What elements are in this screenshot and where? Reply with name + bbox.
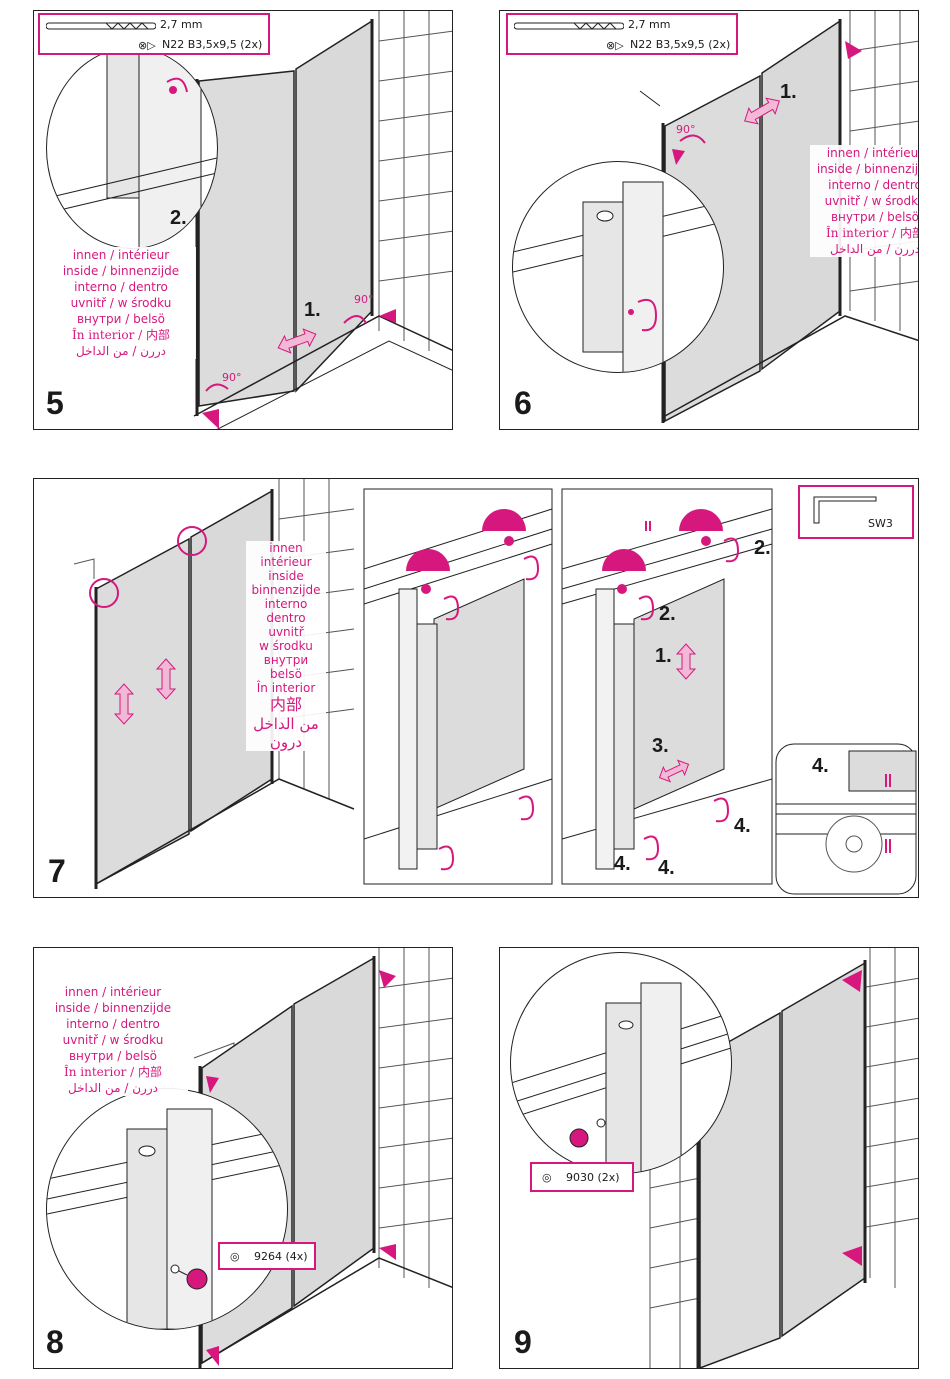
- step-7-label: 2.: [754, 537, 771, 559]
- step-5-angle-1: 90°: [354, 293, 374, 306]
- step-8-parts-box: ◎ 9264 (4x): [218, 1242, 316, 1270]
- step-9-number: 9: [514, 1324, 532, 1360]
- drill-bit-icon: [45, 21, 157, 31]
- inside-line: دررن / من الداخل: [76, 344, 166, 358]
- screw-text: N22 B3,5x9,5 (2x): [162, 38, 263, 51]
- step-7-inside-legend: innen intérieur inside binnenzijde inter…: [246, 541, 326, 751]
- step-5-panel: 2,7 mm ⊗▷ N22 B3,5x9,5 (2x) 2. 1. 90° 90…: [33, 10, 453, 430]
- inside-line: внутри / belsö: [830, 210, 919, 224]
- inside-line: uvnitř / w środku: [824, 194, 919, 208]
- inside-line: uvnitř / w środku: [70, 296, 172, 310]
- step-7-panel: innen intérieur inside binnenzijde inter…: [33, 478, 919, 898]
- inside-line: inside / binnenzijde: [62, 264, 180, 278]
- inside-line: În interior / 内部: [72, 328, 170, 342]
- step-9-illustration: [649, 948, 918, 1368]
- inside-line: innen / intérieur: [826, 146, 919, 160]
- step-9-detail-magnifier: [510, 952, 732, 1174]
- step-5-parts-box: 2,7 mm ⊗▷ N22 B3,5x9,5 (2x): [38, 13, 270, 55]
- inside-line: belsö: [270, 667, 302, 681]
- inside-line: interno / dentro: [828, 178, 919, 192]
- inside-line: În interior / 内部: [826, 226, 919, 240]
- step-7-label: 4.: [658, 857, 675, 879]
- step-5-number: 5: [46, 385, 64, 421]
- step-5-inside-legend: innen / intérieur inside / binnenzijde i…: [46, 247, 196, 359]
- inside-line: innen / intérieur: [64, 985, 162, 999]
- inside-line: inside: [268, 569, 304, 583]
- inside-line: dentro: [266, 611, 306, 625]
- part-text: 9030 (2x): [566, 1171, 620, 1184]
- step-8-panel: innen / intérieur inside / binnenzijde i…: [33, 947, 453, 1369]
- step-5-illustration: [193, 11, 452, 429]
- inside-line: binnenzijde: [251, 583, 321, 597]
- inside-line: intérieur: [260, 555, 312, 569]
- step-5-detail-magnifier: [46, 47, 218, 249]
- inside-line: внутри / belsö: [76, 312, 166, 326]
- inside-line: من الداخل: [253, 715, 319, 733]
- inside-line: interno / dentro: [74, 280, 168, 294]
- step-9-parts-box: ◎ 9030 (2x): [530, 1162, 634, 1192]
- step-6-inside-legend: innen / intérieur inside / binnenzijde i…: [810, 145, 919, 257]
- step-6-panel: 2,7 mm ⊗▷ N22 B3,5x9,5 (2x) 1. 90° innen…: [499, 10, 919, 430]
- inside-line: innen / intérieur: [72, 248, 170, 262]
- inside-line: În interior / 内部: [64, 1065, 162, 1079]
- part-text: 9264 (4x): [254, 1250, 308, 1263]
- step-8-number: 8: [46, 1324, 64, 1360]
- screw-icon: ⊗▷: [606, 39, 624, 52]
- inside-line: 内部: [269, 695, 302, 714]
- step-7-label: 4.: [812, 755, 829, 777]
- drill-size-text: 2,7 mm: [160, 18, 203, 31]
- inside-line: درون: [269, 733, 303, 751]
- step-7-illustration: [73, 479, 917, 895]
- step-7-label: 4.: [614, 853, 631, 875]
- screw-text: N22 B3,5x9,5 (2x): [630, 38, 731, 51]
- step-5-label-1: 1.: [304, 299, 321, 321]
- drill-bit-icon: [513, 21, 625, 31]
- step-7-number: 7: [48, 853, 66, 889]
- inside-line: внутри / belsö: [68, 1049, 158, 1063]
- inside-line: interno / dentro: [66, 1017, 160, 1031]
- inside-line: interno: [264, 597, 308, 611]
- inside-line: inside / binnenzijde: [816, 162, 919, 176]
- inside-line: inside / binnenzijde: [54, 1001, 172, 1015]
- inside-line: innen: [269, 541, 303, 555]
- inside-line: uvnitř / w środku: [62, 1033, 164, 1047]
- screw-icon: ⊗▷: [138, 39, 156, 52]
- inside-line: În interior: [256, 681, 316, 695]
- drill-size-text: 2,7 mm: [628, 18, 671, 31]
- tool-size-text: SW3: [868, 517, 893, 530]
- step-8-detail-magnifier: [46, 1088, 288, 1330]
- step-6-detail-magnifier: [512, 161, 724, 373]
- step-6-label-1: 1.: [780, 81, 797, 103]
- step-7-label: 3.: [652, 735, 669, 757]
- cap-icon: ◎: [230, 1250, 240, 1263]
- step-6-parts-box: 2,7 mm ⊗▷ N22 B3,5x9,5 (2x): [506, 13, 738, 55]
- step-6-number: 6: [514, 385, 532, 421]
- step-7-label: 1.: [655, 645, 672, 667]
- inside-line: w środku: [259, 639, 313, 653]
- step-9-panel: ◎ 9030 (2x) 9: [499, 947, 919, 1369]
- step-5-angle-2: 90°: [222, 371, 242, 384]
- inside-line: внутри: [263, 653, 309, 667]
- step-7-label: 4.: [734, 815, 751, 837]
- step-5-label-2: 2.: [170, 207, 187, 229]
- step-7-tool-box: SW3: [798, 485, 914, 539]
- cap-icon: ◎: [542, 1171, 552, 1184]
- step-6-angle: 90°: [676, 123, 696, 136]
- step-7-label: 2.: [659, 603, 676, 625]
- hex-key-icon: [810, 495, 880, 525]
- inside-line: uvnitř: [268, 625, 304, 639]
- step-8-inside-legend: innen / intérieur inside / binnenzijde i…: [38, 984, 188, 1096]
- inside-line: دررن / من الداخل: [830, 242, 919, 256]
- inside-line: دررن / من الداخل: [68, 1081, 158, 1095]
